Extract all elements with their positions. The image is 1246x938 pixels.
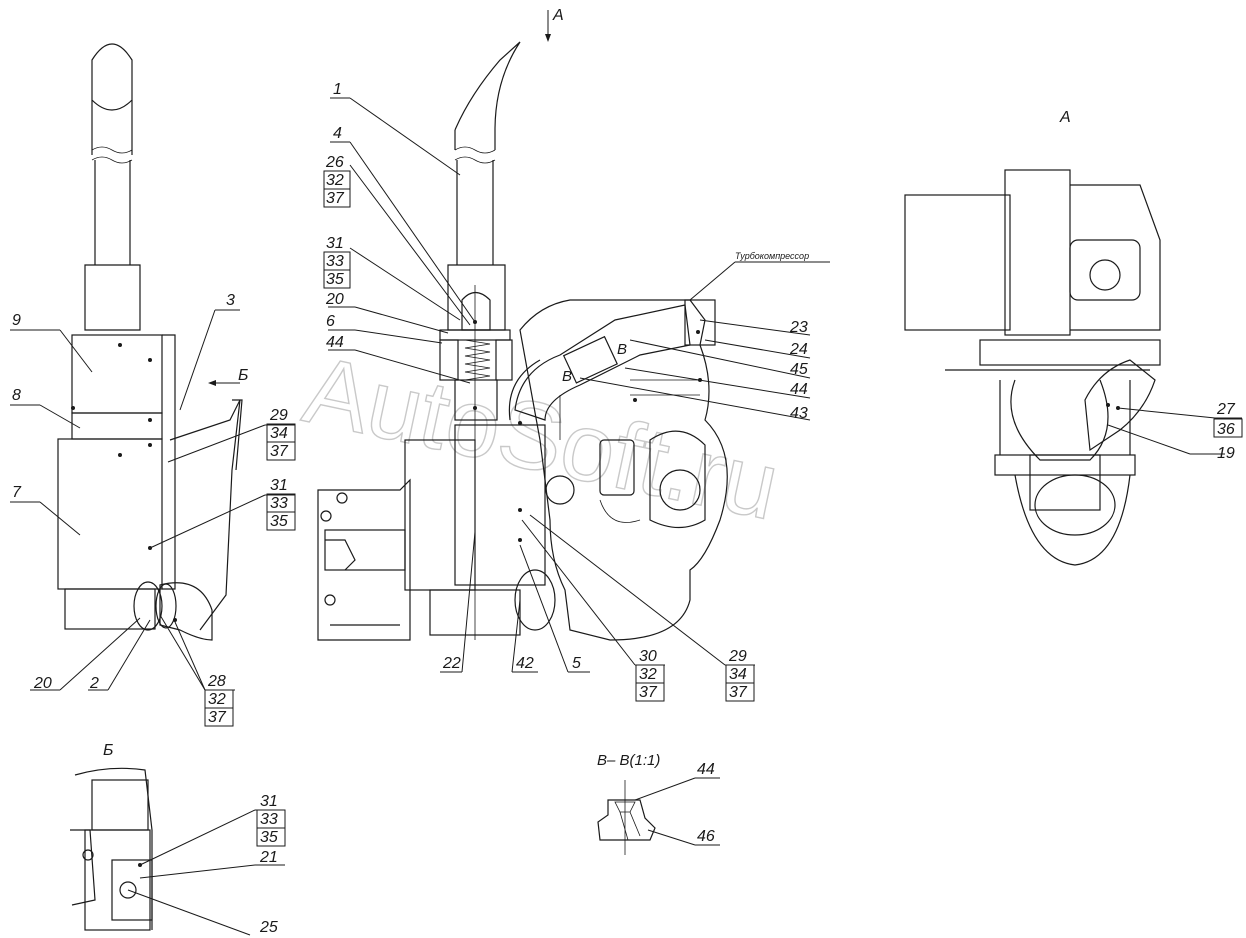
label-7: 7 xyxy=(12,484,22,501)
exhaust-pipe-top xyxy=(454,41,521,131)
label-1: 1 xyxy=(333,81,342,98)
label-2: 2 xyxy=(89,675,99,692)
svg-text:34: 34 xyxy=(729,666,747,683)
svg-text:26: 26 xyxy=(325,154,344,171)
pipe-tip xyxy=(91,43,133,111)
elbow-view-a xyxy=(1084,359,1156,452)
bracket-left xyxy=(317,478,411,641)
svg-text:37: 37 xyxy=(208,709,227,726)
svg-text:37: 37 xyxy=(270,443,289,460)
watermark: AutoSoft.ru xyxy=(296,336,788,541)
arrow-b-label: Б xyxy=(238,367,248,384)
label-group-28-32-37: 28 32 37 xyxy=(204,673,234,727)
part-9-box xyxy=(71,334,163,414)
label-44-right: 44 xyxy=(790,381,808,398)
label-group-31-33-35: 31 33 35 xyxy=(266,477,296,531)
left-view: 9 8 7 3 Б 29 34 37 31 33 35 20 2 28 32 3… xyxy=(10,43,296,727)
label-group-31-33-35-view-b: 31 33 35 xyxy=(256,793,286,847)
label-23: 23 xyxy=(789,319,808,336)
flange xyxy=(133,581,163,631)
svg-text:28: 28 xyxy=(207,673,226,690)
center-view: A xyxy=(317,7,830,702)
label-group-26-32-37: 26 32 37 xyxy=(323,154,351,208)
svg-text:33: 33 xyxy=(270,495,288,512)
label-46: 46 xyxy=(697,828,715,845)
seal-profile xyxy=(597,799,656,841)
svg-text:36: 36 xyxy=(1217,421,1235,438)
intake-hose xyxy=(514,304,691,421)
fuel-filter xyxy=(649,430,706,529)
label-group-30-32-37: 30 32 37 xyxy=(635,648,665,702)
label-19: 19 xyxy=(1217,445,1235,462)
svg-text:34: 34 xyxy=(270,425,288,442)
svg-text:37: 37 xyxy=(639,684,658,701)
label-5: 5 xyxy=(572,655,581,672)
label-42: 42 xyxy=(516,655,534,672)
svg-text:35: 35 xyxy=(260,829,278,846)
label-group-29-34-37-center: 29 34 37 xyxy=(725,648,755,702)
label-20-center: 20 xyxy=(325,291,344,308)
air-cleaner-bottom xyxy=(1014,474,1131,566)
svg-text:32: 32 xyxy=(639,666,657,683)
label-6: 6 xyxy=(326,313,335,330)
label-4: 4 xyxy=(333,125,342,142)
label-20: 20 xyxy=(33,675,52,692)
label-9: 9 xyxy=(12,312,21,329)
label-44-section: 44 xyxy=(697,761,715,778)
svg-text:33: 33 xyxy=(260,811,278,828)
svg-text:32: 32 xyxy=(326,172,344,189)
view-a: A 27 36 19 xyxy=(904,109,1243,566)
svg-text:33: 33 xyxy=(326,253,344,270)
label-45: 45 xyxy=(790,361,808,378)
label-8: 8 xyxy=(12,387,21,404)
bolt-25 xyxy=(119,881,137,899)
svg-text:35: 35 xyxy=(326,271,344,288)
section-mark-v1: В xyxy=(617,341,627,358)
section-title: В– В(1:1) xyxy=(597,752,660,769)
label-3: 3 xyxy=(226,292,235,309)
section-v-v: В– В(1:1) 44 46 xyxy=(597,752,720,855)
label-24: 24 xyxy=(789,341,808,358)
svg-text:30: 30 xyxy=(639,648,657,665)
label-21: 21 xyxy=(259,849,278,866)
elbow xyxy=(159,582,213,641)
arrow-a-label: A xyxy=(552,7,564,24)
engine-block xyxy=(519,299,728,641)
svg-text:29: 29 xyxy=(728,648,747,665)
label-group-27-36: 27 36 xyxy=(1213,401,1243,438)
svg-text:32: 32 xyxy=(208,691,226,708)
engine-box-view-a xyxy=(904,194,1011,331)
svg-text:29: 29 xyxy=(269,407,288,424)
turbocharger-label: Турбокомпрессор xyxy=(735,251,809,261)
view-a-title: A xyxy=(1059,109,1071,126)
svg-text:37: 37 xyxy=(326,190,345,207)
spring xyxy=(464,339,491,381)
view-b-title: Б xyxy=(103,742,113,759)
svg-text:31: 31 xyxy=(270,477,288,494)
section-mark-v2: В xyxy=(562,368,572,385)
svg-text:31: 31 xyxy=(326,235,344,252)
svg-text:31: 31 xyxy=(260,793,278,810)
pipe-coupling xyxy=(84,264,141,331)
label-43: 43 xyxy=(790,405,808,422)
part-8-box xyxy=(71,412,163,440)
label-44-left: 44 xyxy=(326,334,344,351)
label-group-29-34-37: 29 34 37 xyxy=(266,407,296,461)
view-b: Б 31 33 35 21 25 xyxy=(70,742,286,936)
label-group-31-33-35-center: 31 33 35 xyxy=(323,235,351,289)
label-22: 22 xyxy=(442,655,461,672)
svg-text:27: 27 xyxy=(1216,401,1236,418)
part-7-box xyxy=(57,438,163,590)
svg-text:37: 37 xyxy=(729,684,748,701)
label-25: 25 xyxy=(259,919,278,936)
svg-text:35: 35 xyxy=(270,513,288,530)
oil-filter xyxy=(599,439,635,496)
